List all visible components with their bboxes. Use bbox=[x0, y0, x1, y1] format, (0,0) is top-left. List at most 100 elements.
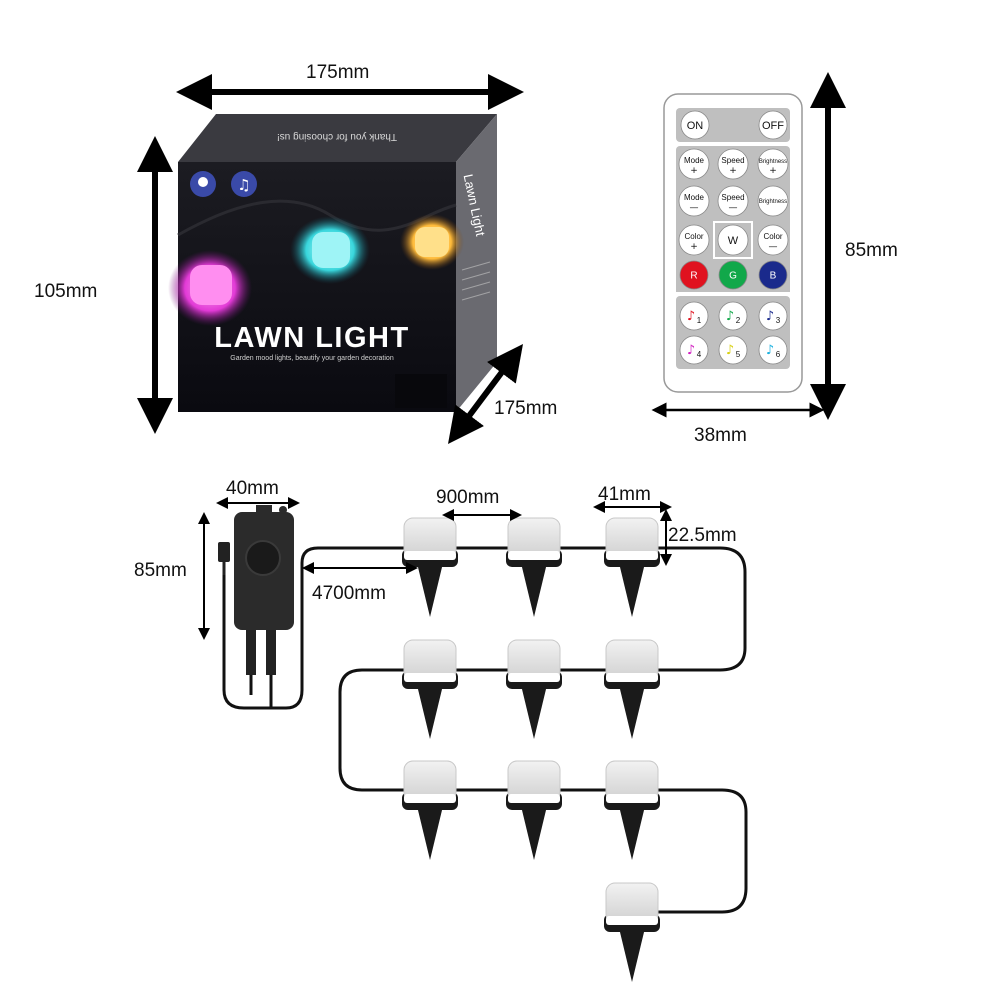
speed-plus-button[interactable]: Speed+ bbox=[717, 148, 749, 180]
brightness-row2-button[interactable]: Brightness bbox=[757, 185, 789, 217]
lamp-stake bbox=[619, 928, 645, 982]
music-mode-2-button[interactable]: ♪2 bbox=[718, 301, 748, 331]
mode-minus-button-sign: — bbox=[690, 203, 699, 213]
w-row3-button-label: W bbox=[728, 235, 739, 247]
music-note-icon: ♪ bbox=[687, 343, 695, 358]
color-plus-button-label: Color bbox=[684, 232, 703, 241]
mode-plus-button-sign: + bbox=[690, 166, 698, 176]
lamp-stake bbox=[619, 806, 645, 860]
off-button[interactable]: OFF bbox=[758, 110, 788, 140]
box-top-face bbox=[178, 114, 497, 162]
box-front-subtitle: Garden mood lights, beautify your garden… bbox=[230, 355, 394, 362]
lamp-band bbox=[606, 794, 658, 803]
controller-width-label: 40mm bbox=[226, 478, 279, 499]
color-r-button[interactable]: R bbox=[679, 260, 709, 290]
color-minus-button[interactable]: Color— bbox=[757, 224, 789, 256]
lawn-lamp bbox=[506, 760, 562, 860]
mode-minus-button[interactable]: Mode— bbox=[678, 185, 710, 217]
lamp-stake bbox=[417, 563, 443, 617]
lamp-band bbox=[404, 551, 456, 560]
music-mode-5-button[interactable]: ♪5 bbox=[718, 335, 748, 365]
svg-text:♫: ♫ bbox=[237, 176, 250, 194]
music-note-icon: ♪ bbox=[687, 309, 695, 324]
music-number-label: 1 bbox=[697, 316, 702, 325]
spacing-label: 900mm bbox=[436, 487, 500, 508]
color-g-button[interactable]: G bbox=[718, 260, 748, 290]
light-string-cable bbox=[338, 546, 748, 914]
box-depth-label: 175mm bbox=[494, 398, 558, 419]
lead-length-label: 4700mm bbox=[312, 583, 386, 604]
music-note-icon: ♪ bbox=[766, 309, 774, 324]
music-note-icon: ♪ bbox=[726, 309, 734, 324]
lamp-band bbox=[404, 794, 456, 803]
lamp-height-label: 22.5mm bbox=[668, 525, 737, 546]
music-mode-1-button[interactable]: ♪1 bbox=[679, 301, 709, 331]
lamp-stake bbox=[619, 685, 645, 739]
lamp-stake bbox=[521, 806, 547, 860]
music-note-icon: ♪ bbox=[766, 343, 774, 358]
color-plus-button[interactable]: Color+ bbox=[678, 224, 710, 256]
lamp-stake bbox=[521, 685, 547, 739]
controller-button bbox=[245, 540, 281, 576]
music-mode-6-button[interactable]: ♪6 bbox=[758, 335, 788, 365]
controller-cable bbox=[222, 546, 405, 710]
lamp-group bbox=[402, 517, 660, 982]
pink-lamp bbox=[190, 265, 232, 305]
on-button-label: ON bbox=[687, 120, 704, 132]
color-minus-button-sign: — bbox=[769, 242, 778, 252]
product-box: ♫ LAWN LIGHT Garden mood lights, beautif… bbox=[168, 114, 497, 412]
speed-plus-button-sign: + bbox=[729, 166, 737, 176]
w-row3-button[interactable]: W bbox=[717, 224, 749, 256]
brightness-plus-button-sign: + bbox=[769, 166, 777, 176]
lamp-band bbox=[606, 551, 658, 560]
lawn-lamp bbox=[604, 517, 660, 617]
music-number-label: 3 bbox=[776, 316, 781, 325]
lamp-band bbox=[404, 673, 456, 682]
remote-width-label: 38mm bbox=[694, 425, 747, 446]
lawn-lamp bbox=[604, 760, 660, 860]
lawn-lamp bbox=[402, 760, 458, 860]
color-b-button[interactable]: B bbox=[758, 260, 788, 290]
music-number-label: 4 bbox=[697, 350, 702, 359]
brightness-plus-button-label: Brightness bbox=[759, 159, 787, 165]
box-front-title: LAWN LIGHT bbox=[214, 322, 409, 354]
box-barcode-area bbox=[395, 374, 447, 408]
lamp-band bbox=[606, 916, 658, 925]
music-number-label: 6 bbox=[776, 350, 781, 359]
lamp-band bbox=[508, 794, 560, 803]
controller-height-label: 85mm bbox=[134, 560, 187, 581]
off-button-label: OFF bbox=[762, 120, 784, 132]
box-side-face bbox=[456, 114, 497, 412]
color-b-button-label: B bbox=[770, 271, 777, 282]
lamp-stake bbox=[521, 563, 547, 617]
speed-plus-button-label: Speed bbox=[721, 156, 744, 165]
box-depth-arrow bbox=[448, 344, 523, 444]
box-height-label: 105mm bbox=[34, 281, 98, 302]
lawn-lamp bbox=[604, 882, 660, 982]
box-top-text: Thank you for choosing us! bbox=[277, 131, 397, 142]
lamp-band bbox=[606, 673, 658, 682]
remote-height-label: 85mm bbox=[845, 240, 898, 261]
music-mode-4-button[interactable]: ♪4 bbox=[679, 335, 709, 365]
lamp-stake bbox=[417, 806, 443, 860]
speed-minus-button-sign: — bbox=[729, 203, 738, 213]
color-plus-button-sign: + bbox=[690, 242, 698, 252]
amber-lamp bbox=[415, 227, 449, 257]
on-button[interactable]: ON bbox=[680, 110, 710, 140]
color-minus-button-label: Color bbox=[763, 232, 782, 241]
music-number-label: 5 bbox=[736, 350, 741, 359]
speed-minus-button[interactable]: Speed— bbox=[717, 185, 749, 217]
mode-minus-button-label: Mode bbox=[684, 193, 705, 202]
lamp-stake bbox=[619, 563, 645, 617]
mode-plus-button[interactable]: Mode+ bbox=[678, 148, 710, 180]
brightness-plus-button[interactable]: Brightness+ bbox=[757, 148, 789, 180]
brightness-row2-button-label: Brightness bbox=[759, 199, 787, 205]
color-g-button-label: G bbox=[729, 271, 737, 282]
lawn-lamp bbox=[506, 639, 562, 739]
cyan-lamp bbox=[312, 232, 350, 268]
music-mode-icon bbox=[231, 171, 257, 197]
lawn-lamp bbox=[506, 517, 562, 617]
music-mode-3-button[interactable]: ♪3 bbox=[758, 301, 788, 331]
